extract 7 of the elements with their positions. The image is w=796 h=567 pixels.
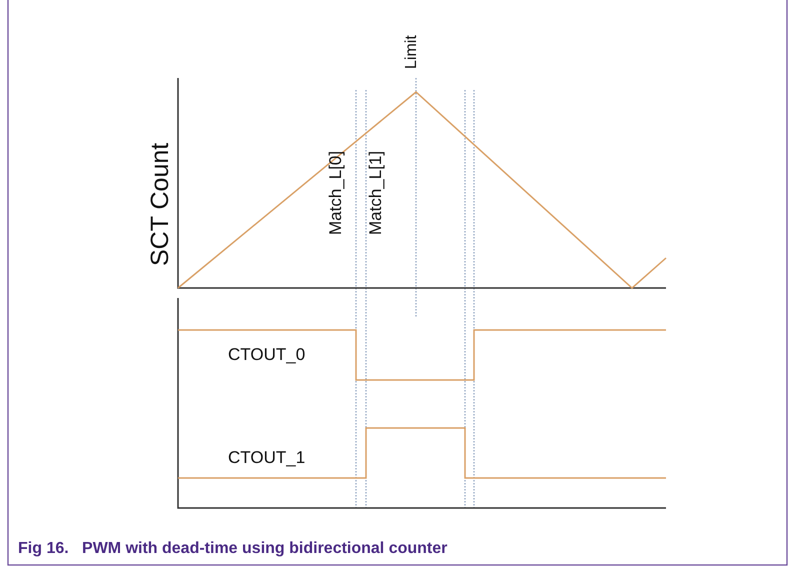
signal-label: CTOUT_0 [228, 346, 306, 363]
match-label: Match_L[0] [327, 150, 344, 235]
peak-label: Limit [404, 35, 420, 69]
match-label: Match_L[1] [367, 150, 384, 235]
axis-label: SCT Count [148, 142, 173, 266]
signal-label: CTOUT_1 [228, 449, 306, 466]
figure-caption: Fig 16. PWM with dead-time using bidirectional counter [18, 540, 448, 558]
